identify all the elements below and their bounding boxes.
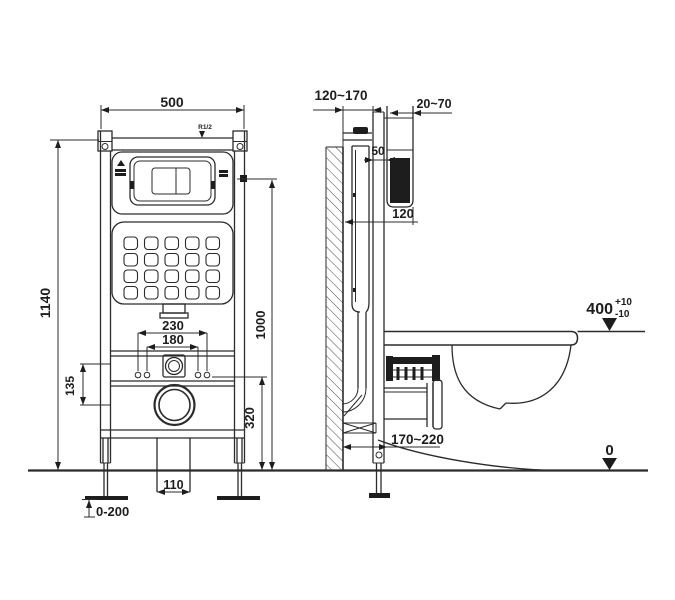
water-connection — [162, 354, 186, 378]
dim-frame-height: 1140 — [37, 139, 99, 470]
dim-floor-level: 0 — [602, 442, 617, 470]
frame-rails — [99, 131, 246, 463]
wall-section — [325, 146, 344, 470]
svg-text:1000: 1000 — [253, 311, 268, 340]
svg-text:50: 50 — [371, 144, 385, 158]
bolt-holes — [134, 371, 211, 379]
svg-text:120~170: 120~170 — [315, 88, 368, 103]
foot-plate-right — [217, 496, 260, 500]
svg-text:170~220: 170~220 — [391, 432, 444, 447]
flush-plate-panel — [111, 151, 234, 215]
dim-bolt-spacing-inner: 180 — [146, 332, 199, 371]
dim-drain-distance: 170~220 — [343, 432, 444, 450]
dim-outlet-height: 320 — [212, 376, 267, 470]
dim-bolt-spacing-outer: 230 — [137, 318, 208, 371]
water-inlet-marker: R1/2 — [198, 124, 212, 138]
dim-seat-height: 400 +10 -10 — [577, 297, 645, 333]
dim-rail-depth: 50 — [364, 144, 396, 163]
side-view — [325, 106, 579, 498]
plate-clip-left — [130, 181, 134, 189]
svg-text:110: 110 — [163, 478, 183, 492]
flush-shaft — [384, 106, 414, 208]
fixing-bolts — [386, 355, 440, 381]
dim-outlet-width: 110 — [157, 478, 190, 495]
svg-text:400: 400 — [586, 301, 613, 318]
svg-text:0-200: 0-200 — [96, 504, 129, 519]
svg-text:20~70: 20~70 — [416, 97, 451, 111]
bracket-fitting — [353, 127, 368, 134]
dim-wall-offset: 120~170 — [313, 88, 382, 147]
cistern-grid — [123, 236, 221, 300]
brand-mark-right-bar2 — [219, 174, 228, 177]
cistern-neck — [159, 303, 189, 319]
dim-frame-width: 500 — [100, 94, 245, 129]
floor-marker-icon — [602, 458, 617, 470]
svg-text:320: 320 — [242, 407, 257, 429]
flush-pipe — [341, 312, 377, 434]
foot-plate-left — [85, 496, 128, 500]
cistern-side — [351, 145, 370, 313]
svg-text:135: 135 — [63, 376, 77, 396]
brand-mark-right-bar — [219, 170, 228, 173]
frame-legs — [85, 438, 260, 500]
svg-text:+10: +10 — [615, 297, 632, 308]
side-dimensions: 120~170 20~70 50 120 400 +10 — [313, 88, 645, 470]
svg-text:230: 230 — [162, 318, 184, 333]
shaft-core — [390, 158, 410, 203]
wall-hatch — [326, 147, 343, 470]
svg-text:0: 0 — [605, 442, 613, 459]
svg-text:180: 180 — [162, 332, 184, 347]
toilet-bowl-profile — [377, 330, 579, 472]
foot-plate-side — [369, 493, 390, 498]
plate-clip-right — [211, 181, 215, 189]
svg-text:-10: -10 — [615, 309, 630, 320]
water-inlet-label: R1/2 — [198, 124, 212, 131]
svg-text:1140: 1140 — [37, 288, 53, 319]
brand-mark-left — [117, 160, 125, 166]
dim-cistern-depth: 120 — [345, 206, 418, 225]
frame-crossbars — [100, 350, 245, 439]
cistern-panel — [111, 221, 234, 305]
front-view: R1/2 — [85, 124, 260, 500]
top-brackets — [97, 130, 248, 152]
dim-bracket-span: 135 — [63, 363, 110, 406]
dim-foot-adjustment: 0-200 — [82, 499, 129, 519]
svg-text:500: 500 — [160, 94, 184, 110]
level-marker-icon — [602, 318, 617, 331]
inlet-arrow-icon — [199, 131, 205, 138]
brand-mark-left-bar — [115, 169, 126, 172]
drain-outlet — [153, 383, 196, 427]
wall-bracket — [343, 127, 372, 141]
drain-connector — [384, 379, 443, 430]
drain-box — [156, 438, 191, 492]
front-dimensions: 500 1140 135 230 1 — [37, 94, 277, 519]
side-rail — [369, 111, 390, 498]
dim-flush-plate-height: 1000 — [237, 178, 277, 470]
top-crossbar — [112, 137, 233, 151]
dim-plate-depth: 20~70 — [390, 97, 452, 116]
svg-text:120: 120 — [392, 206, 414, 221]
brand-mark-left-bar2 — [115, 173, 126, 176]
